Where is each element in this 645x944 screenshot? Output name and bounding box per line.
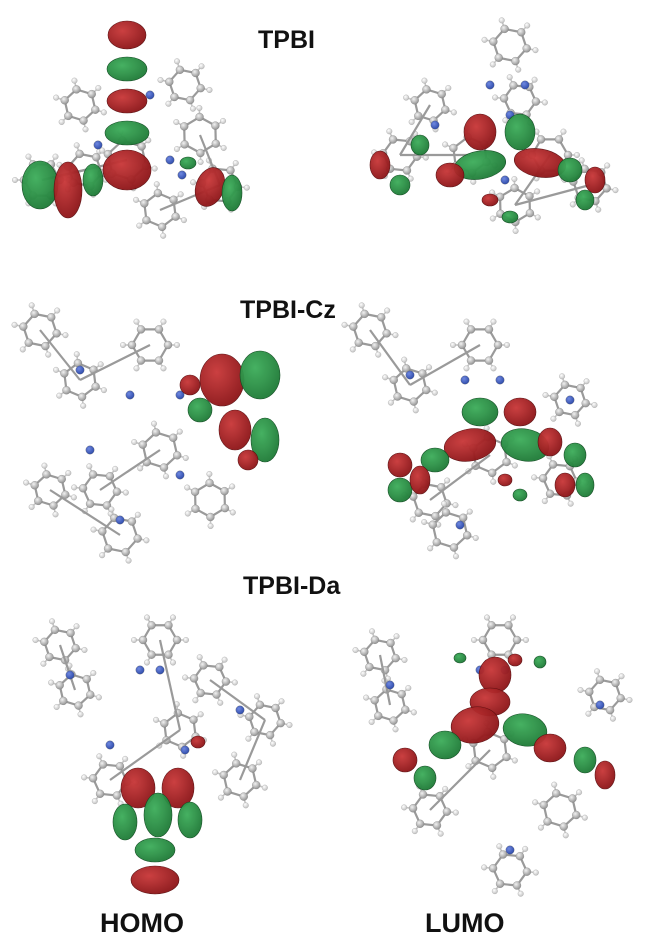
column-label-lumo: LUMO	[425, 908, 505, 938]
tpbi-homo-panel	[12, 20, 250, 239]
molecule-label-tpbi: TPBI	[258, 26, 315, 54]
tpbi-cz-homo-panel	[11, 302, 281, 564]
molecule-label-tpbi-da: TPBI-Da	[243, 572, 341, 600]
tpbi-da-homo-panel	[32, 614, 293, 895]
tpbi-cz-lumo-panel	[341, 302, 598, 560]
tpbi-lumo-panel	[369, 17, 619, 234]
tpbi-da-lumo-panel	[352, 614, 633, 897]
molecule-label-tpbi-cz: TPBI-Cz	[240, 296, 336, 324]
column-label-homo: HOMO	[100, 908, 184, 938]
